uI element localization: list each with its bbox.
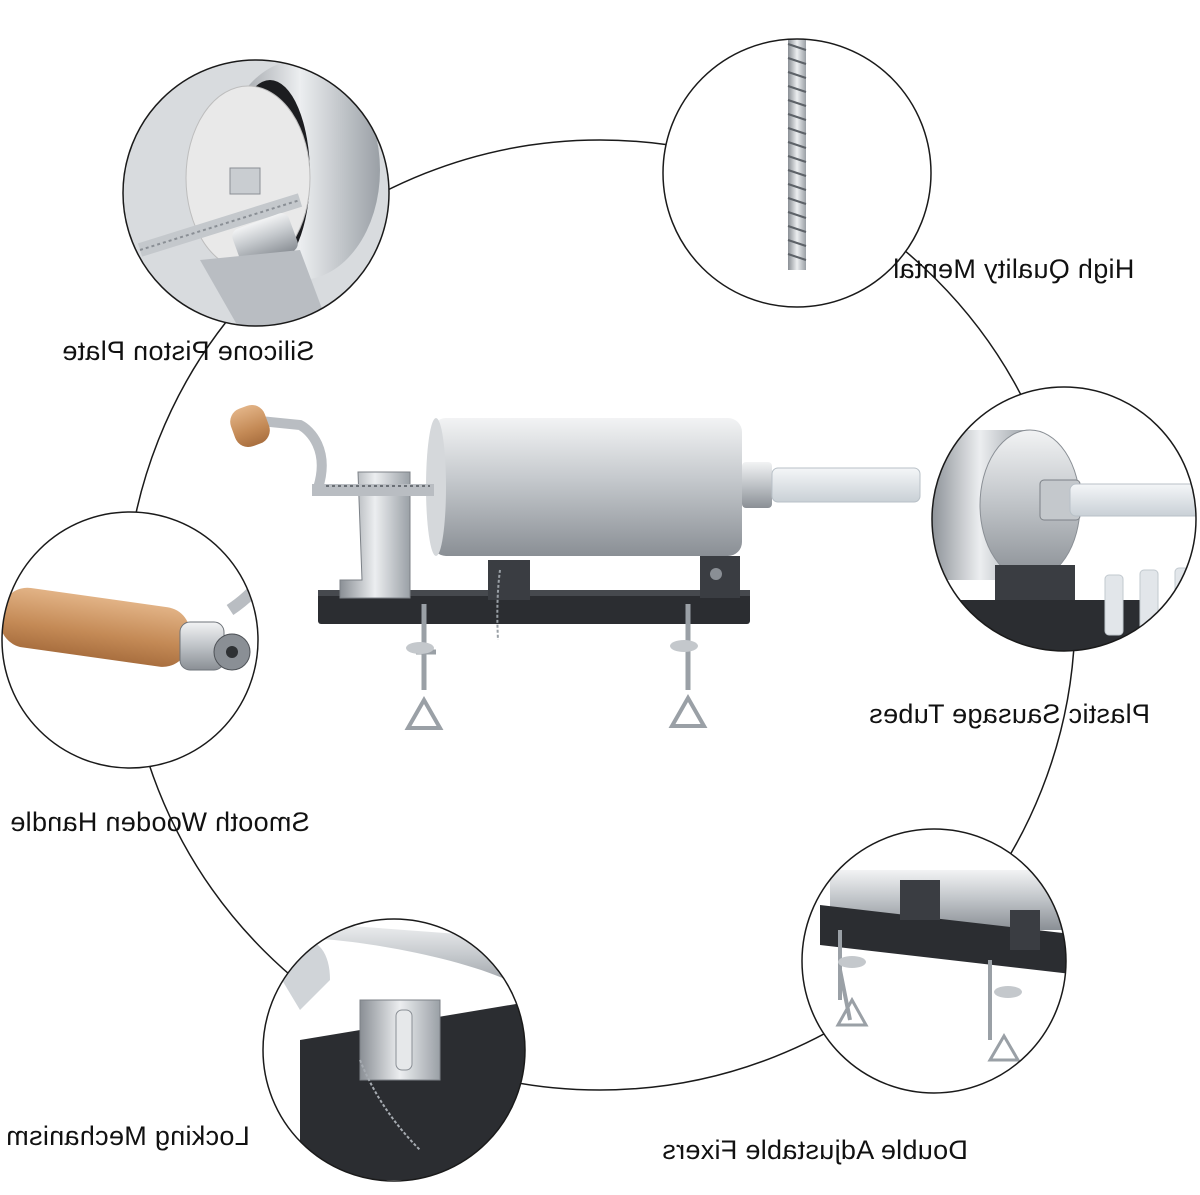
label-double-adjustable-fixers: Double Adjustable Fixers xyxy=(662,1135,968,1165)
detail-circle-high-quality xyxy=(662,38,932,308)
sausage-stuffer-main xyxy=(230,404,921,730)
label-high-quality: High Quality Mental xyxy=(893,254,1135,284)
detail-circle-double-fixers xyxy=(801,828,1067,1094)
label-smooth-wooden-handle: Smooth Wooden Handle xyxy=(10,807,310,837)
label-plastic-sausage-tubes: Plastic Sausage Tubes xyxy=(869,699,1150,729)
label-locking-mechanism: Locking Mechanism xyxy=(6,1121,250,1151)
label-silicone-piston-plate: Silicone Piston Plate xyxy=(62,336,315,366)
detail-circle-silicone xyxy=(122,59,390,327)
detail-circle-wooden-handle xyxy=(1,511,259,769)
detail-circle-locking xyxy=(262,918,526,1182)
detail-circle-plastic-tubes xyxy=(931,386,1197,652)
